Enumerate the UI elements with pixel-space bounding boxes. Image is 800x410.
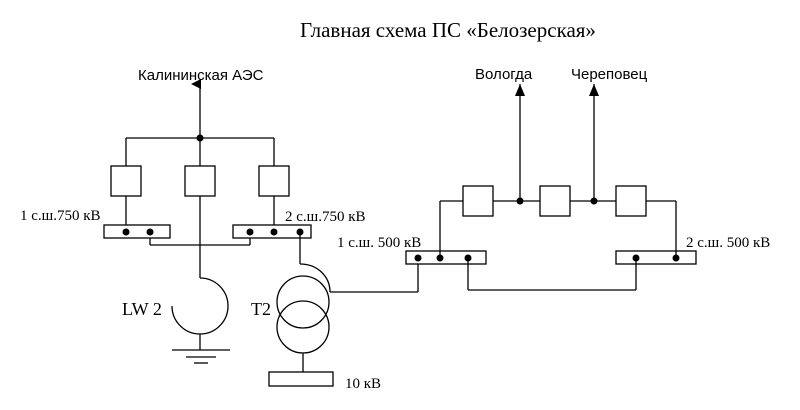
line-kalinin: Калининская АЭС: [138, 67, 264, 138]
label-reactor: LW 2: [122, 299, 162, 319]
reactor-lw2: LW 2: [122, 245, 230, 364]
breaker-750-2: [184, 165, 216, 197]
line-vologda: Вологда: [475, 66, 533, 201]
label-vologda: Вологда: [475, 66, 533, 83]
breakers-500: [439, 185, 677, 291]
breaker-500-1: [462, 185, 494, 217]
diagram-title: Главная схема ПС «Белозерская»: [300, 18, 596, 42]
bus-10kv: 10 кВ: [268, 371, 381, 392]
label-cherepovets: Череповец: [571, 66, 648, 83]
breaker-500-2: [539, 185, 571, 217]
breaker-750-3: [258, 165, 290, 197]
label-bus-10kv: 10 кВ: [345, 376, 381, 392]
label-bus-500-1: 1 с.ш. 500 кВ: [337, 235, 421, 251]
label-transformer: T2: [251, 299, 271, 319]
breaker-750-1: [110, 165, 142, 197]
breaker-500-3: [615, 185, 647, 217]
line-cherepovets: Череповец: [571, 66, 648, 201]
bus-750-1: 1 с.ш.750 кВ: [20, 208, 171, 239]
bus-500-2: 2 с.ш. 500 кВ: [615, 235, 770, 265]
label-bus-500-2: 2 с.ш. 500 кВ: [686, 235, 770, 251]
bus-500-1: 1 с.ш. 500 кВ: [337, 235, 487, 265]
transformer-t2: T2: [251, 232, 419, 372]
label-bus-750-2: 2 с.ш.750 кВ: [285, 209, 366, 225]
label-kalinin: Калининская АЭС: [138, 67, 264, 84]
label-bus-750-1: 1 с.ш.750 кВ: [20, 208, 101, 224]
bus-750-2: 2 с.ш.750 кВ: [232, 209, 366, 239]
